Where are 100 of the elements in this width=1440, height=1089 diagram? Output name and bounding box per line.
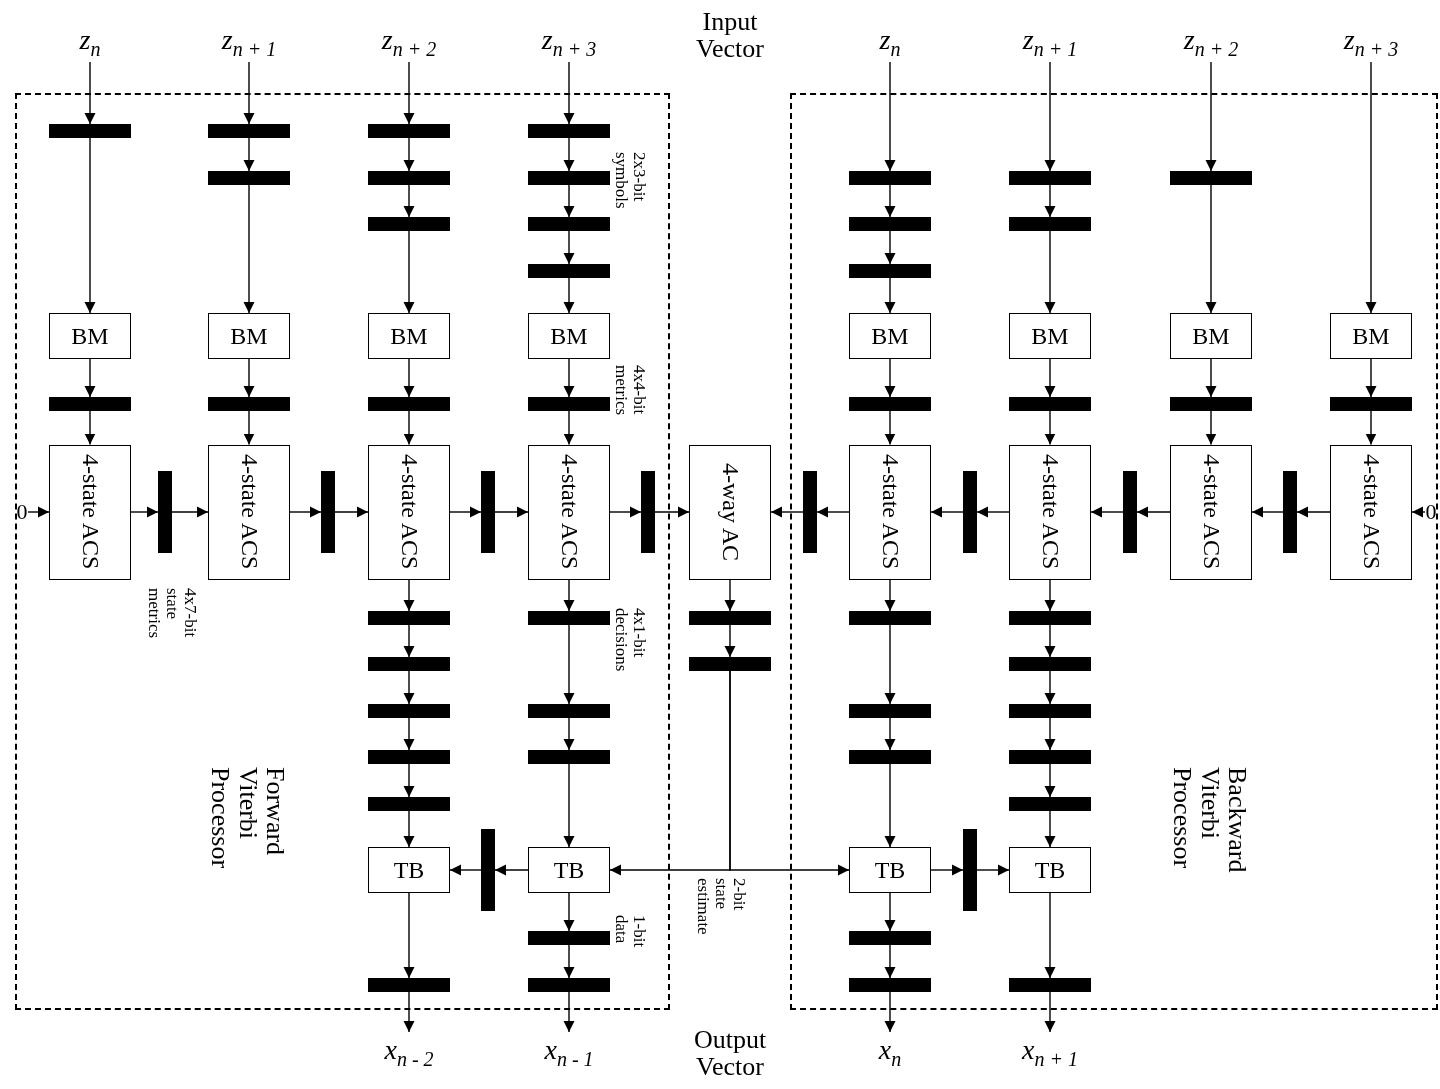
signal-label: z$_{n}$ bbox=[50, 22, 130, 62]
arrow bbox=[1044, 410, 1056, 446]
signal-label: z$_{n + 1}$ bbox=[1010, 22, 1090, 62]
register-bar bbox=[1009, 750, 1091, 764]
register-bar bbox=[49, 397, 131, 411]
process-box: TB bbox=[528, 847, 610, 893]
register-bar bbox=[849, 171, 931, 185]
bus-width-label: 4x4-bit metrics bbox=[612, 365, 648, 418]
arrow bbox=[403, 717, 415, 751]
register-bar bbox=[849, 397, 931, 411]
register-bar bbox=[689, 611, 771, 625]
arrow bbox=[563, 624, 575, 705]
arrow bbox=[403, 670, 415, 705]
bus-width-label: 2x3-bit symbols bbox=[612, 152, 648, 211]
arrow bbox=[243, 61, 255, 125]
register-bar bbox=[208, 397, 290, 411]
register-bar bbox=[849, 611, 931, 625]
arrow bbox=[884, 277, 896, 314]
register-bar bbox=[368, 611, 450, 625]
register-bar bbox=[49, 124, 131, 138]
register-bar bbox=[963, 471, 977, 553]
register-bar bbox=[528, 704, 610, 718]
register-bar bbox=[368, 750, 450, 764]
arrow bbox=[563, 763, 575, 848]
arrow bbox=[1365, 358, 1377, 398]
arrow bbox=[171, 506, 209, 518]
arrow bbox=[1044, 717, 1056, 751]
arrow bbox=[84, 410, 96, 446]
region-title: Forward Viterbi Processor bbox=[207, 767, 289, 871]
process-box: TB bbox=[849, 847, 931, 893]
arrow bbox=[243, 137, 255, 172]
arrow bbox=[403, 763, 415, 798]
process-box: BM bbox=[49, 313, 131, 359]
register-bar bbox=[208, 124, 290, 138]
register-bar bbox=[849, 750, 931, 764]
register-bar bbox=[849, 704, 931, 718]
arrow bbox=[1044, 61, 1056, 172]
arrow bbox=[494, 864, 529, 876]
register-bar bbox=[1123, 471, 1137, 553]
process-box: 4-way AC bbox=[689, 444, 771, 580]
register-bar bbox=[1170, 397, 1252, 411]
arrow bbox=[494, 506, 529, 518]
register-bar bbox=[849, 931, 931, 945]
register-bar bbox=[1330, 397, 1412, 411]
register-bar bbox=[849, 978, 931, 992]
process-box: 4-state ACS bbox=[208, 444, 290, 580]
process-box: BM bbox=[1009, 313, 1091, 359]
arrow bbox=[563, 277, 575, 314]
register-bar bbox=[1009, 611, 1091, 625]
signal-label: z$_{n + 1}$ bbox=[209, 22, 289, 62]
arrow bbox=[1296, 506, 1331, 518]
signal-label: x$_{n}$ bbox=[850, 1032, 930, 1072]
register-bar bbox=[963, 829, 977, 911]
register-bar bbox=[1009, 797, 1091, 811]
process-box: 4-state ACS bbox=[1330, 444, 1412, 580]
arrow bbox=[884, 717, 896, 751]
arrow bbox=[563, 717, 575, 751]
arrow bbox=[27, 506, 50, 518]
processor-region bbox=[15, 93, 670, 1010]
vector-label: Input Vector bbox=[695, 8, 765, 63]
arrow bbox=[1365, 410, 1377, 446]
signal-label: x$_{n - 1}$ bbox=[529, 1032, 609, 1072]
register-bar bbox=[208, 171, 290, 185]
register-bar bbox=[528, 750, 610, 764]
arrow bbox=[884, 763, 896, 848]
arrow bbox=[84, 358, 96, 398]
arrow bbox=[770, 506, 804, 518]
arrow bbox=[930, 864, 964, 876]
arrow bbox=[403, 892, 415, 979]
process-box: BM bbox=[368, 313, 450, 359]
bus-width-label: 2-bit state estimate bbox=[694, 878, 748, 937]
signal-label: x$_{n + 1}$ bbox=[1010, 1032, 1090, 1072]
arrow bbox=[563, 230, 575, 265]
arrow bbox=[1044, 670, 1056, 705]
process-box: 4-state ACS bbox=[49, 444, 131, 580]
register-bar bbox=[368, 797, 450, 811]
arrow bbox=[884, 61, 896, 172]
arrow bbox=[654, 506, 690, 518]
register-bar bbox=[849, 217, 931, 231]
signal-label: z$_{n + 3}$ bbox=[529, 22, 609, 62]
arrow bbox=[884, 358, 896, 398]
arrow bbox=[724, 578, 736, 612]
signal-label: z$_{n}$ bbox=[850, 22, 930, 62]
region-title: Backward Viterbi Processor bbox=[1169, 767, 1251, 875]
processor-region bbox=[790, 93, 1438, 1010]
arrow bbox=[403, 230, 415, 314]
arrow bbox=[403, 578, 415, 612]
signal-label: x$_{n - 2}$ bbox=[369, 1032, 449, 1072]
register-bar bbox=[158, 471, 172, 553]
signal-label: z$_{n + 2}$ bbox=[369, 22, 449, 62]
register-bar bbox=[528, 931, 610, 945]
signal-label: z$_{n + 3}$ bbox=[1331, 22, 1411, 62]
arrow bbox=[884, 892, 896, 932]
process-box: 4-state ACS bbox=[849, 444, 931, 580]
arrow bbox=[563, 578, 575, 612]
arrow bbox=[403, 137, 415, 172]
register-bar bbox=[1009, 704, 1091, 718]
register-bar bbox=[481, 829, 495, 911]
arrow bbox=[1044, 892, 1056, 979]
process-box: 4-state ACS bbox=[368, 444, 450, 580]
